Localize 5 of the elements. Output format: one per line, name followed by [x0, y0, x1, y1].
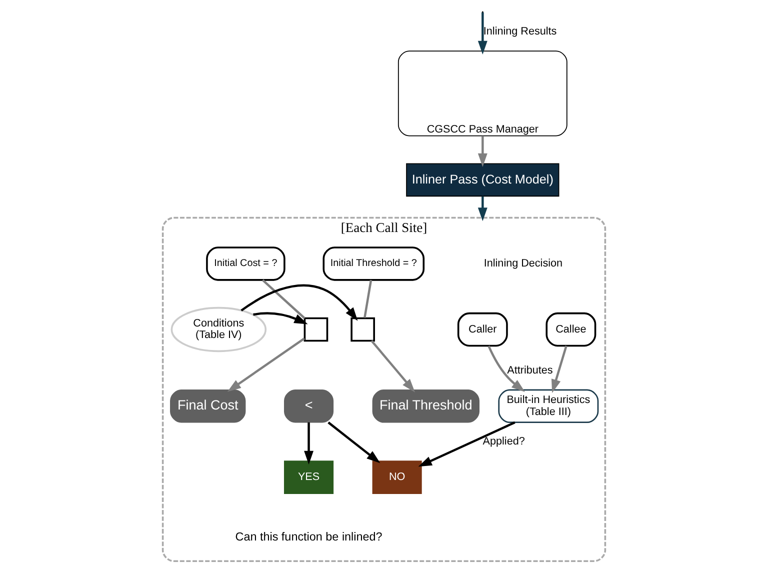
- edge-label: Applied?: [482, 436, 524, 448]
- edge-label: Inlining Results: [482, 26, 556, 38]
- edge-label: Attributes: [506, 364, 552, 376]
- edge-label: Inlining Decision: [483, 258, 562, 270]
- label: Can this function be inlined?: [234, 530, 382, 544]
